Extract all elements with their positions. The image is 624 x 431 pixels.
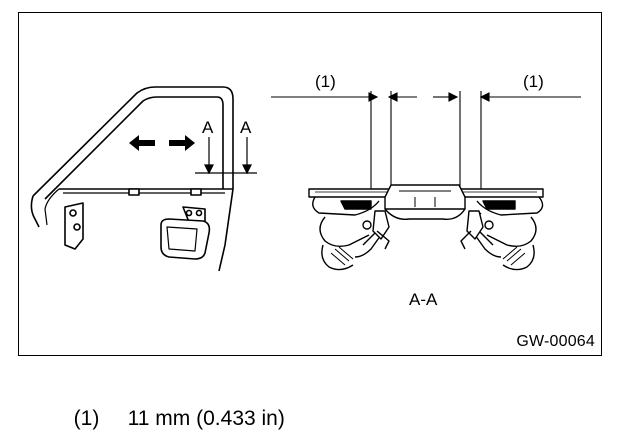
figure-code: GW-00064 [516,333,595,350]
section-arrow-label-right: A [240,118,252,137]
legend-item-text: 11 mm (0.433 in) [127,407,285,430]
window-glass-diagram: A A (1) (1) [30,72,581,309]
section-arrow-label-left: A [202,118,214,137]
door-sash-outline [32,86,234,197]
door-panel-edge [30,195,40,228]
legend-item-number: (1) [73,407,100,430]
section-a-a-view [308,184,544,271]
glass-clip [128,188,140,196]
glass-clip-section [466,210,484,240]
glass-clip [190,188,202,196]
door-window-view [30,86,234,272]
guide-channel-left [312,196,380,216]
dimension-lines [271,91,581,195]
section-label: A-A [409,290,438,309]
callout-label-left: (1) [315,72,336,91]
door-sash-inner [44,96,224,200]
glass-carrier [384,184,466,210]
guide-channel-right [476,196,544,216]
figure-frame: A A (1) (1) [18,12,602,356]
callout-label-right: (1) [523,72,544,91]
glass-clip-section [372,210,390,240]
section-arrows [195,137,257,175]
slide-direction-arrow [129,135,195,151]
